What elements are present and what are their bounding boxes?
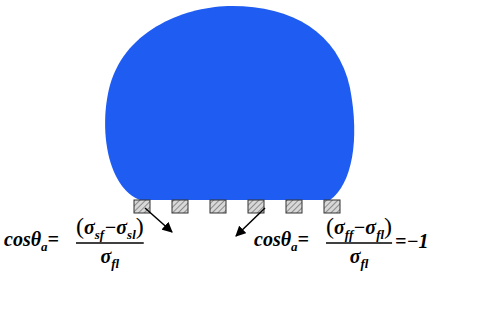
equation-term: ( [326,213,334,239]
equation-term: =−1 [395,230,429,252]
equation-term: = [48,228,59,250]
pointer-arrow [145,208,172,232]
fraction-bar [76,242,144,244]
droplet [105,6,354,200]
equation-lhs: cosθa= [254,228,309,254]
equation-term: −σ [104,216,127,238]
equation-term: σ [101,245,112,267]
numerator: (σff−σfl) [326,213,392,242]
fraction-bar [326,242,392,244]
equation-term: sf [95,227,104,242]
equation-term: ) [384,213,392,239]
equation-term: cosθ [254,228,291,250]
pillars [134,200,340,213]
equation-term: fl [111,256,119,271]
equation-term: fl [360,256,368,271]
equation-term: fl [376,227,384,242]
equation-term: σ [350,245,361,267]
equation-rhs: =−1 [395,230,429,252]
equation-term: σ [334,216,345,238]
equation-term: sl [127,227,136,242]
equation-term: cosθ [4,228,41,250]
equation-term: σ [84,216,95,238]
denominator: σfl [101,245,120,271]
equation-term: a [41,239,48,254]
equation-term: a [291,239,298,254]
equation-term: −σ [353,216,376,238]
equation-term: ) [136,213,144,239]
denominator: σfl [350,245,369,271]
equation-term: ( [76,213,84,239]
equation-term: ff [345,227,353,242]
equation-lhs: cosθa= [4,228,59,254]
numerator: (σsf−σsl) [76,213,144,242]
equation-term: = [298,228,309,250]
